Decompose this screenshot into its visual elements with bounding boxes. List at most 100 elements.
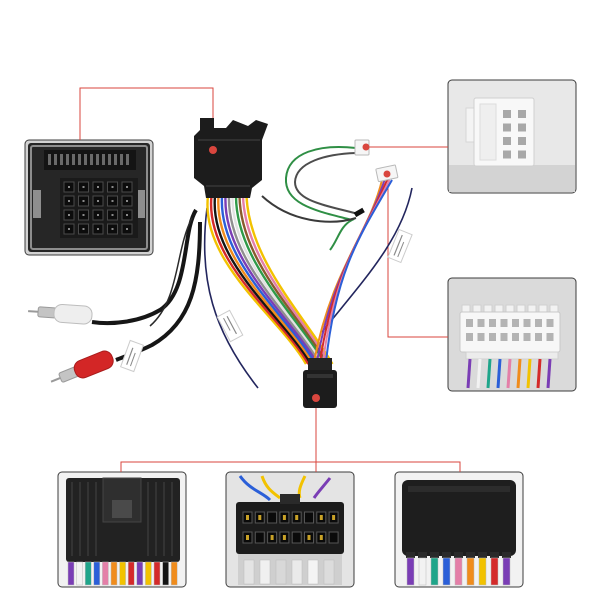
harness-wire: [213, 195, 312, 365]
pin-cavity: [477, 319, 485, 327]
side-latch: [33, 190, 41, 218]
plug-wire: [307, 559, 319, 585]
pin: [126, 154, 129, 165]
plug-latch: [280, 494, 300, 504]
harness-wire: [231, 195, 324, 365]
navy-wire-left: [203, 207, 259, 389]
pin: [97, 228, 99, 230]
pin-cavity: [304, 511, 314, 524]
pin: [97, 214, 99, 216]
connector-wire: [546, 358, 552, 389]
plug-wire: [67, 561, 75, 586]
plug-wire: [259, 559, 271, 585]
pin: [82, 186, 85, 188]
plug-wire: [291, 559, 303, 585]
callout-dot-small-plug-side: [383, 170, 391, 178]
pin: [258, 515, 262, 520]
pin: [54, 154, 57, 165]
plug-wire: [502, 557, 511, 586]
plug-wire: [406, 557, 415, 586]
rca-body: [73, 350, 114, 379]
pin: [68, 186, 70, 188]
pin: [72, 154, 75, 165]
pin: [96, 154, 99, 165]
plug-wire: [153, 561, 161, 586]
plug-wires: [243, 559, 335, 585]
harness-wire: [206, 195, 308, 365]
white-connector-photo-middle: [447, 277, 577, 392]
callout-markers: [209, 143, 391, 402]
pin-cavity: [489, 319, 496, 327]
harness-wire: [227, 195, 322, 365]
branch-wire: [325, 179, 393, 363]
connector-wire: [526, 358, 532, 389]
harness-wire: [220, 195, 317, 365]
pin-cavity-grid: [503, 110, 526, 159]
plug-wire: [110, 561, 118, 586]
rear-wire: [260, 475, 281, 500]
pin-cavity: [328, 531, 339, 544]
plug-wire: [430, 557, 439, 586]
pin-cavity-grid: [63, 181, 133, 235]
wire-collar: [478, 552, 487, 558]
wire-collar: [430, 552, 439, 558]
plug-wire: [490, 557, 499, 586]
connector-wire: [506, 358, 512, 389]
harness-wire: [234, 195, 327, 365]
pin-cavity: [518, 137, 526, 145]
plug-wire: [478, 557, 487, 586]
pin: [108, 154, 111, 165]
harness-wire: [209, 195, 310, 365]
pin: [111, 228, 114, 230]
plug-wire: [170, 561, 178, 586]
wire-tag-rca: [119, 339, 145, 373]
callout-line-bottom-bar: [120, 461, 461, 472]
connector-housing: [459, 311, 561, 353]
connector-wire: [496, 358, 502, 389]
pin: [68, 228, 70, 230]
pin-cavity: [523, 319, 531, 327]
pin-cavity: [518, 110, 526, 118]
photo-shadow: [449, 165, 575, 192]
plug-wire: [145, 561, 152, 586]
main-quadlock-plug: [194, 118, 268, 198]
rca-plug-red: [50, 350, 114, 383]
pin-cavity: [518, 150, 526, 159]
plug-wire: [84, 561, 92, 586]
connector-strain-relief: [465, 351, 559, 360]
pin-cavity: [466, 333, 473, 341]
pin-cavity: [523, 333, 531, 341]
wire-collar: [466, 552, 475, 558]
gray-loop-wire: [293, 152, 359, 215]
wire-tag-middle: [216, 309, 244, 343]
harness-wire: [224, 195, 320, 365]
plug-wire: [76, 561, 83, 586]
cable-tie: [353, 207, 365, 218]
housing-ribs: [71, 482, 173, 556]
plug-wire: [442, 557, 451, 586]
pin-cavity-grid: [242, 511, 339, 544]
pin: [48, 154, 51, 165]
callout-line-middle-right: [387, 176, 448, 338]
pin: [84, 154, 87, 165]
pin-cavity-grid: [466, 319, 554, 341]
latch-tab: [112, 500, 132, 518]
pin: [97, 200, 99, 202]
pin: [307, 535, 311, 540]
pin: [126, 186, 128, 188]
plug-wire: [323, 559, 335, 585]
navy-wire-right: [321, 187, 413, 333]
wire-tag-right: [387, 228, 413, 264]
plug-edge-highlight: [307, 374, 333, 378]
pin: [282, 515, 286, 520]
pin: [60, 154, 63, 165]
pin: [246, 515, 249, 520]
pin: [111, 200, 114, 202]
pin: [270, 535, 274, 540]
gray-link-wire: [261, 195, 357, 223]
pin: [66, 154, 69, 165]
tag-print: [129, 352, 136, 367]
top-pin-row: [48, 154, 129, 165]
plug-body: [303, 370, 337, 408]
